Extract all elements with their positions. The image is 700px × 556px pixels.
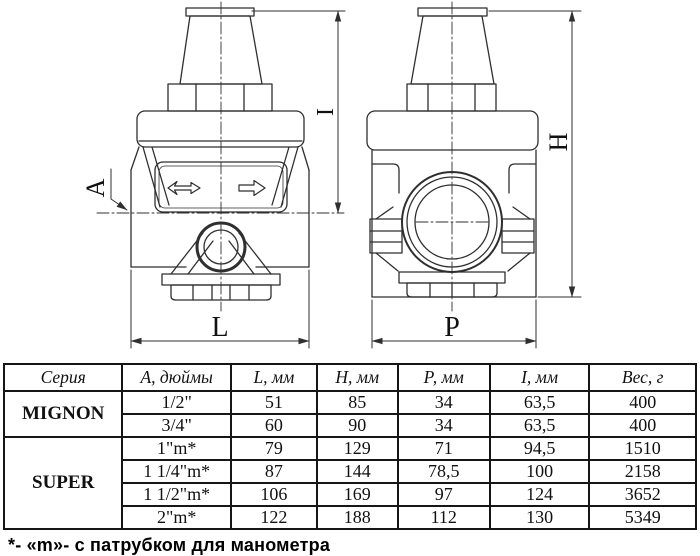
column-header-l-mm: L, мм — [229, 363, 318, 392]
valve-cap-taper — [410, 15, 495, 85]
gauge-port-circle — [195, 221, 247, 273]
table-cell: 1"m* — [121, 436, 232, 461]
series-name-super: SUPER — [2, 436, 124, 530]
flow-arrow-right-icon — [238, 179, 266, 197]
table-row: MIGNON 1/2" 51 85 34 63,5 400 — [2, 390, 697, 438]
table-cell: 130 — [488, 505, 591, 530]
table-cell: 5349 — [588, 505, 697, 530]
table-cell: 1 1/4"m* — [121, 459, 232, 484]
table-cell: 1/2" — [121, 390, 232, 415]
table-row: 2"m* 122 188 112 130 5349 — [4, 505, 697, 530]
table-row: 1 1/2"m* 106 169 97 124 3652 — [4, 482, 697, 507]
table-row: 1 1/4"m* 87 144 78,5 100 2158 — [4, 459, 697, 484]
table-cell: 34 — [396, 413, 491, 438]
spring-housing — [366, 110, 539, 151]
table-cell: 188 — [315, 505, 399, 530]
bonnet-nut — [406, 83, 497, 112]
table-cell: 400 — [588, 413, 697, 438]
table-cell: 169 — [315, 482, 399, 507]
valve-front-view — [96, 1, 346, 349]
table-cell: 112 — [396, 505, 491, 530]
table-cell: 2158 — [588, 459, 697, 484]
table-cell: 79 — [229, 436, 318, 461]
table-cell: 63,5 — [488, 390, 591, 415]
table-cell: 3652 — [588, 482, 697, 507]
table-cell: 124 — [488, 482, 591, 507]
table-row: SUPER 1"m* 79 129 71 94,5 1510 — [2, 436, 697, 530]
table-row: 3/4" 60 90 34 63,5 400 — [4, 413, 697, 438]
footnote-gauge-note: *- «m»- с патрубком для манометра — [8, 535, 331, 555]
side-hex-plug-right — [501, 218, 535, 254]
table-cell: 78,5 — [396, 459, 491, 484]
table-cell: 90 — [315, 413, 399, 438]
valve-side-view — [366, 1, 582, 349]
table-cell: 51 — [229, 390, 318, 415]
dimension-label-H: H — [544, 132, 573, 151]
dimension-label-L: L — [211, 312, 228, 343]
bottom-union-nut — [406, 282, 498, 298]
column-header-i-mm: I, мм — [488, 363, 591, 392]
dimension-label-P: P — [444, 312, 460, 343]
table-cell: 2"m* — [121, 505, 232, 530]
table-cell: 1 1/2"m* — [121, 482, 232, 507]
column-header-h-mm: Н, мм — [315, 363, 399, 392]
dimension-label-I: I — [313, 108, 339, 116]
table-cell: 122 — [229, 505, 318, 530]
table-cell: 97 — [396, 482, 491, 507]
table-cell: 1510 — [588, 436, 697, 461]
table-cell: 94,5 — [488, 436, 591, 461]
column-header-a-inches: А, дюймы — [121, 363, 232, 392]
valve-cap — [185, 7, 255, 17]
table-cell: 144 — [315, 459, 399, 484]
table-cell: 129 — [315, 436, 399, 461]
dimensions-table: Серия А, дюймы L, мм Н, мм Р, мм I, мм В… — [2, 363, 697, 530]
column-header-series: Серия — [2, 363, 124, 392]
table-cell: 85 — [315, 390, 399, 415]
header-row: Серия А, дюймы L, мм Н, мм Р, мм I, мм В… — [2, 363, 697, 392]
table-cell: 60 — [229, 413, 318, 438]
flow-arrow-fletched-icon — [167, 180, 201, 196]
table-cell: 71 — [396, 436, 491, 461]
bonnet-nut — [167, 83, 273, 112]
technical-drawing: A I H L P — [81, 1, 582, 349]
column-header-weight-g: Вес, г — [588, 363, 697, 392]
table-cell: 100 — [488, 459, 591, 484]
table-cell: 400 — [588, 390, 697, 415]
dimension-leader-A — [110, 168, 128, 211]
table-cell: 34 — [396, 390, 491, 415]
dimension-label-A: A — [81, 178, 110, 197]
table-cell: 87 — [229, 459, 318, 484]
bottom-union-nut — [170, 284, 272, 301]
label-plate — [154, 161, 288, 213]
table-cell: 106 — [229, 482, 318, 507]
spring-housing — [136, 110, 305, 148]
table-cell: 63,5 — [488, 413, 591, 438]
table-cell: 3/4" — [121, 413, 232, 438]
series-name-mignon: MIGNON — [2, 390, 124, 438]
column-header-p-mm: Р, мм — [396, 363, 491, 392]
valve-cap — [417, 7, 488, 17]
side-hex-plug-left — [369, 218, 403, 254]
